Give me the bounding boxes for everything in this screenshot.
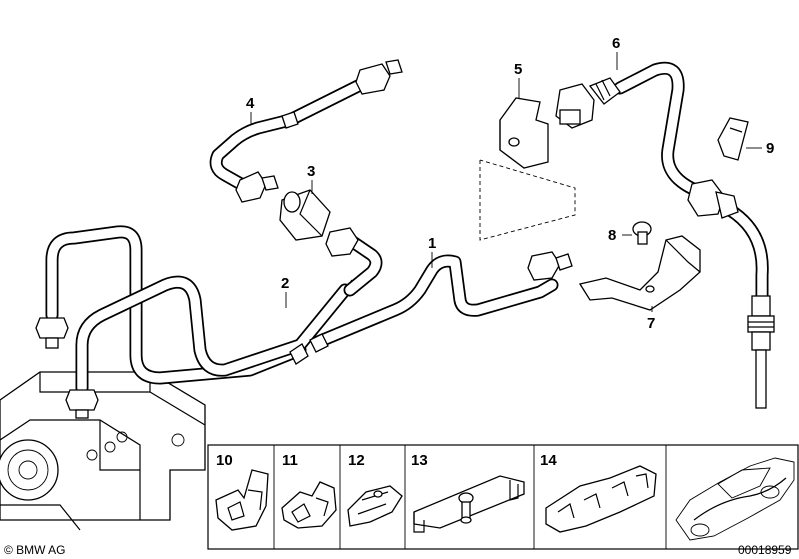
callout-label-13: 13: [411, 452, 428, 469]
callout-label-4: 4: [246, 95, 255, 112]
callout-2: 2: [281, 275, 289, 308]
callout-label-14: 14: [540, 452, 557, 469]
brake-hose-6: [555, 61, 775, 409]
callout-9: 9: [746, 140, 774, 157]
brake-pipe-1: [309, 251, 573, 353]
callout-label-9: 9: [766, 140, 774, 157]
callout-1: 1: [428, 235, 436, 268]
callout-6: 6: [612, 35, 620, 70]
clip-14: 14: [540, 452, 657, 533]
union-connector-3: [279, 189, 331, 241]
vehicle-location-thumbnail: [675, 457, 795, 541]
brake-pipe-2: [45, 225, 353, 395]
pipe-fitting-nut-left: [35, 317, 99, 419]
callout-label-10: 10: [216, 452, 233, 469]
callout-3: 3: [307, 163, 315, 194]
callout-label-7: 7: [647, 315, 655, 332]
abs-hydraulic-unit: [0, 371, 206, 531]
callout-4: 4: [246, 95, 255, 124]
callout-label-1: 1: [428, 235, 436, 252]
clip-11: 11: [281, 452, 337, 529]
clip-12: 12: [347, 452, 403, 527]
callout-label-5: 5: [514, 61, 522, 78]
bolt-8: [632, 221, 652, 245]
callout-label-3: 3: [307, 163, 315, 180]
callout-7: 7: [647, 306, 655, 332]
copyright-label: © BMW AG: [4, 543, 66, 557]
callout-label-8: 8: [608, 227, 616, 244]
callout-label-6: 6: [612, 35, 620, 52]
callout-5: 5: [514, 61, 522, 98]
bracket-7: [578, 235, 701, 311]
clip-10: 10: [215, 452, 269, 531]
callout-label-12: 12: [348, 452, 365, 469]
callout-8: 8: [608, 227, 632, 244]
clip-parts-panel: 10 11 12 13 14: [207, 444, 799, 550]
short-pipe-elbow: [325, 227, 383, 297]
callout-label-2: 2: [281, 275, 289, 292]
brake-pipe-4: [209, 59, 403, 203]
clip-9: [717, 117, 749, 161]
drawing-number: 00018959: [738, 543, 792, 557]
clip-13: 13: [411, 452, 525, 533]
bracket-5: [479, 97, 576, 241]
callout-label-11: 11: [282, 452, 298, 469]
